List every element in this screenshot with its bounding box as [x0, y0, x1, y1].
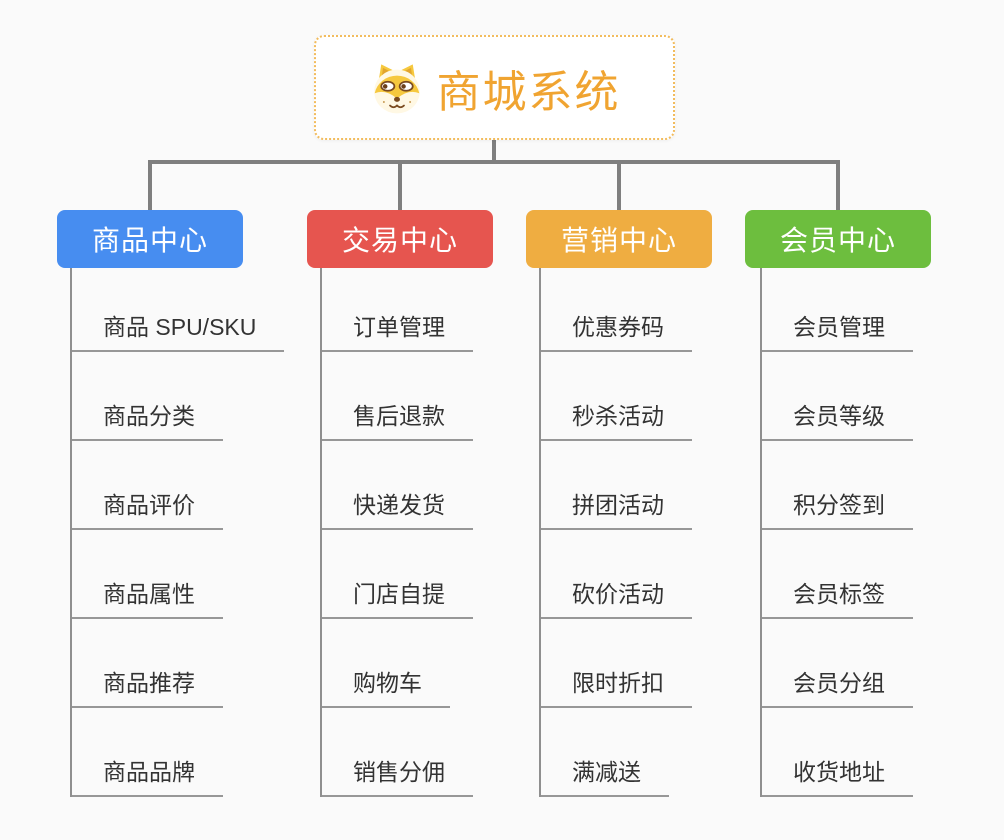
child-node-member-tags[interactable]: 会员标签: [762, 530, 913, 619]
child-label: 商品分类: [103, 403, 195, 429]
child-label: 订单管理: [353, 314, 445, 340]
child-label: 售后退款: [353, 403, 445, 429]
child-label: 满减送: [572, 759, 641, 785]
connector-drop-marketing: [617, 160, 621, 212]
child-label: 商品 SPU/SKU: [103, 314, 257, 340]
branch-node-marketing-center[interactable]: 营销中心: [526, 210, 712, 268]
child-node-product-brand[interactable]: 商品品牌: [72, 708, 223, 797]
child-node-member-level[interactable]: 会员等级: [762, 352, 913, 441]
child-label: 购物车: [353, 670, 422, 696]
child-label: 门店自提: [353, 581, 445, 607]
child-node-limited-time-discount[interactable]: 限时折扣: [541, 619, 692, 708]
shiba-dog-icon: [369, 60, 425, 116]
branch-node-member-center[interactable]: 会员中心: [745, 210, 931, 268]
child-node-shipping-address[interactable]: 收货地址: [762, 708, 913, 797]
child-node-group-buy[interactable]: 拼团活动: [541, 441, 692, 530]
child-label: 商品品牌: [103, 759, 195, 785]
child-label: 销售分佣: [353, 759, 445, 785]
child-label: 收货地址: [793, 759, 885, 785]
branch-children-member: 会员管理 会员等级 积分签到 会员标签 会员分组 收货地址: [760, 268, 913, 797]
child-node-product-recommend[interactable]: 商品推荐: [72, 619, 223, 708]
child-node-product-review[interactable]: 商品评价: [72, 441, 223, 530]
child-label: 秒杀活动: [572, 403, 664, 429]
root-title: 商城系统: [436, 67, 621, 117]
child-label: 会员标签: [793, 581, 885, 607]
child-label: 商品推荐: [103, 670, 195, 696]
child-node-member-groups[interactable]: 会员分组: [762, 619, 913, 708]
child-node-product-spu-sku[interactable]: 商品 SPU/SKU: [72, 268, 285, 352]
branch-label: 营销中心: [560, 225, 677, 256]
child-node-full-reduction[interactable]: 满减送: [541, 708, 669, 797]
child-node-points-checkin[interactable]: 积分签到: [762, 441, 913, 530]
branch-children-trade: 订单管理 售后退款 快递发货 门店自提 购物车 销售分佣: [320, 268, 473, 797]
child-node-store-pickup[interactable]: 门店自提: [322, 530, 473, 619]
child-node-bargain-activity[interactable]: 砍价活动: [541, 530, 692, 619]
child-node-sales-commission[interactable]: 销售分佣: [322, 708, 473, 797]
child-node-order-management[interactable]: 订单管理: [322, 268, 473, 352]
child-label: 快递发货: [353, 492, 445, 518]
branch-children-product: 商品 SPU/SKU 商品分类 商品评价 商品属性 商品推荐 商品品牌: [70, 268, 285, 797]
child-label: 商品评价: [103, 492, 195, 518]
connector-root-stub: [492, 140, 496, 164]
connector-drop-member: [836, 160, 840, 212]
branch-label: 会员中心: [779, 225, 896, 256]
child-node-member-management[interactable]: 会员管理: [762, 268, 913, 352]
child-node-express-shipping[interactable]: 快递发货: [322, 441, 473, 530]
child-node-shopping-cart[interactable]: 购物车: [322, 619, 450, 708]
branch-node-trade-center[interactable]: 交易中心: [307, 210, 493, 268]
child-label: 会员管理: [793, 314, 885, 340]
root-node[interactable]: 商城系统: [314, 35, 675, 140]
child-label: 拼团活动: [572, 492, 664, 518]
connector-horizontal-bar: [148, 160, 840, 164]
child-node-coupon-code[interactable]: 优惠券码: [541, 268, 692, 352]
child-node-flash-sale[interactable]: 秒杀活动: [541, 352, 692, 441]
connector-drop-trade: [398, 160, 402, 212]
child-node-product-category[interactable]: 商品分类: [72, 352, 223, 441]
child-label: 限时折扣: [572, 670, 664, 696]
branch-node-product-center[interactable]: 商品中心: [57, 210, 243, 268]
child-node-product-attribute[interactable]: 商品属性: [72, 530, 223, 619]
child-label: 商品属性: [103, 581, 195, 607]
branch-label: 交易中心: [341, 225, 458, 256]
child-label: 优惠券码: [572, 314, 664, 340]
child-node-after-sale-refund[interactable]: 售后退款: [322, 352, 473, 441]
child-label: 积分签到: [793, 492, 885, 518]
branch-label: 商品中心: [91, 225, 208, 256]
connector-drop-product: [148, 160, 152, 212]
child-label: 会员分组: [793, 670, 885, 696]
branch-children-marketing: 优惠券码 秒杀活动 拼团活动 砍价活动 限时折扣 满减送: [539, 268, 692, 797]
child-label: 会员等级: [793, 403, 885, 429]
child-label: 砍价活动: [572, 581, 664, 607]
